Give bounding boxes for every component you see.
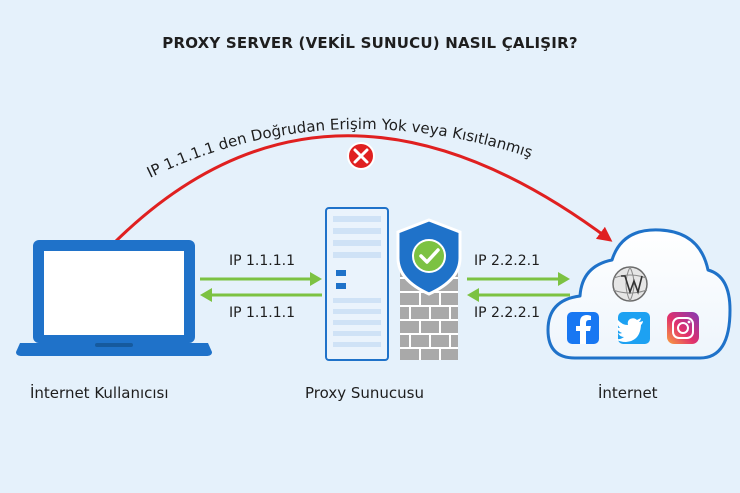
instagram-icon bbox=[667, 312, 699, 344]
facebook-icon bbox=[567, 312, 599, 344]
shield-check-icon bbox=[396, 218, 462, 296]
blocked-arc bbox=[112, 134, 613, 245]
internet-to-proxy-arrow bbox=[467, 288, 570, 302]
user-to-proxy-arrow bbox=[200, 272, 322, 286]
laptop-icon bbox=[16, 240, 212, 356]
proxy-to-internet-arrow bbox=[467, 272, 570, 286]
proxy-to-user-arrow bbox=[200, 288, 322, 302]
node-label-user: İnternet Kullanıcısı bbox=[30, 384, 169, 402]
twitter-icon bbox=[615, 312, 650, 344]
ip-label-proxy-to-internet: IP 2.2.2.1 bbox=[474, 253, 541, 269]
node-label-proxy: Proxy Sunucusu bbox=[305, 384, 424, 402]
server-icon bbox=[325, 207, 389, 361]
node-label-internet: İnternet bbox=[598, 384, 658, 402]
wikipedia-icon bbox=[612, 266, 648, 302]
page-title: PROXY SERVER (VEKİL SUNUCU) NASIL ÇALIŞI… bbox=[162, 34, 578, 52]
blocked-x-icon bbox=[347, 142, 375, 170]
ip-label-user-to-proxy: IP 1.1.1.1 bbox=[229, 253, 296, 269]
ip-label-proxy-to-user: IP 1.1.1.1 bbox=[229, 305, 296, 321]
arc-text: IP 1.1.1.1 den Doğrudan Erişim Yok veya … bbox=[144, 115, 535, 182]
ip-label-internet-to-proxy: IP 2.2.2.1 bbox=[474, 305, 541, 321]
